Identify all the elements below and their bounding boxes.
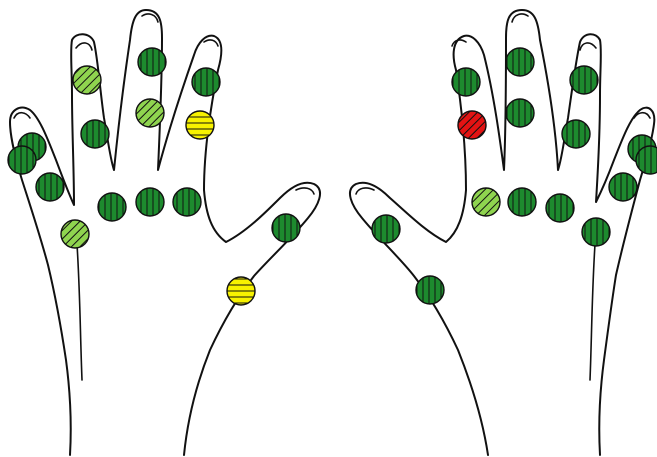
right-palm-crease	[589, 229, 597, 381]
left-joint-healthy	[191, 67, 221, 97]
left-joint-mild	[60, 219, 90, 249]
left-joint-healthy	[80, 119, 110, 149]
joints-layer	[7, 47, 657, 306]
right-nail-thumb	[355, 187, 375, 195]
right-joint-healthy	[569, 65, 599, 95]
right-joint-severe	[457, 110, 487, 140]
right-joint-healthy	[505, 98, 535, 128]
left-nail-pinky	[13, 111, 31, 119]
left-joint-healthy	[97, 192, 127, 222]
right-nail-index	[579, 42, 597, 51]
left-joint-healthy	[271, 213, 301, 243]
right-joint-healthy	[561, 119, 591, 149]
right-nail-pinky	[633, 111, 651, 119]
left-joint-mild	[72, 65, 102, 95]
left-joint-moderate	[226, 276, 256, 306]
left-joint-healthy	[172, 187, 202, 217]
right-joint-healthy	[608, 172, 638, 202]
left-joint-healthy	[7, 145, 37, 175]
left-joint-healthy	[135, 187, 165, 217]
left-joint-healthy	[137, 47, 167, 77]
left-nail-ring	[203, 39, 219, 47]
left-nail-index	[75, 42, 93, 51]
right-joint-healthy	[581, 217, 611, 247]
right-nail-middle	[511, 13, 529, 23]
left-joint-mild	[135, 98, 165, 128]
right-joint-healthy	[507, 187, 537, 217]
right-joint-healthy	[371, 214, 401, 244]
left-joint-moderate	[185, 110, 215, 140]
left-nail-middle	[141, 13, 159, 23]
right-joint-healthy	[451, 67, 481, 97]
right-joint-healthy	[635, 145, 657, 175]
right-joint-healthy	[415, 275, 445, 305]
left-joint-healthy	[35, 172, 65, 202]
left-nail-thumb	[295, 187, 315, 195]
right-joint-healthy	[545, 193, 575, 223]
left-hand-outline	[9, 9, 322, 456]
left-hand	[9, 9, 322, 456]
right-joint-healthy	[505, 47, 535, 77]
right-joint-mild	[471, 187, 501, 217]
right-nail-ring	[451, 39, 467, 47]
